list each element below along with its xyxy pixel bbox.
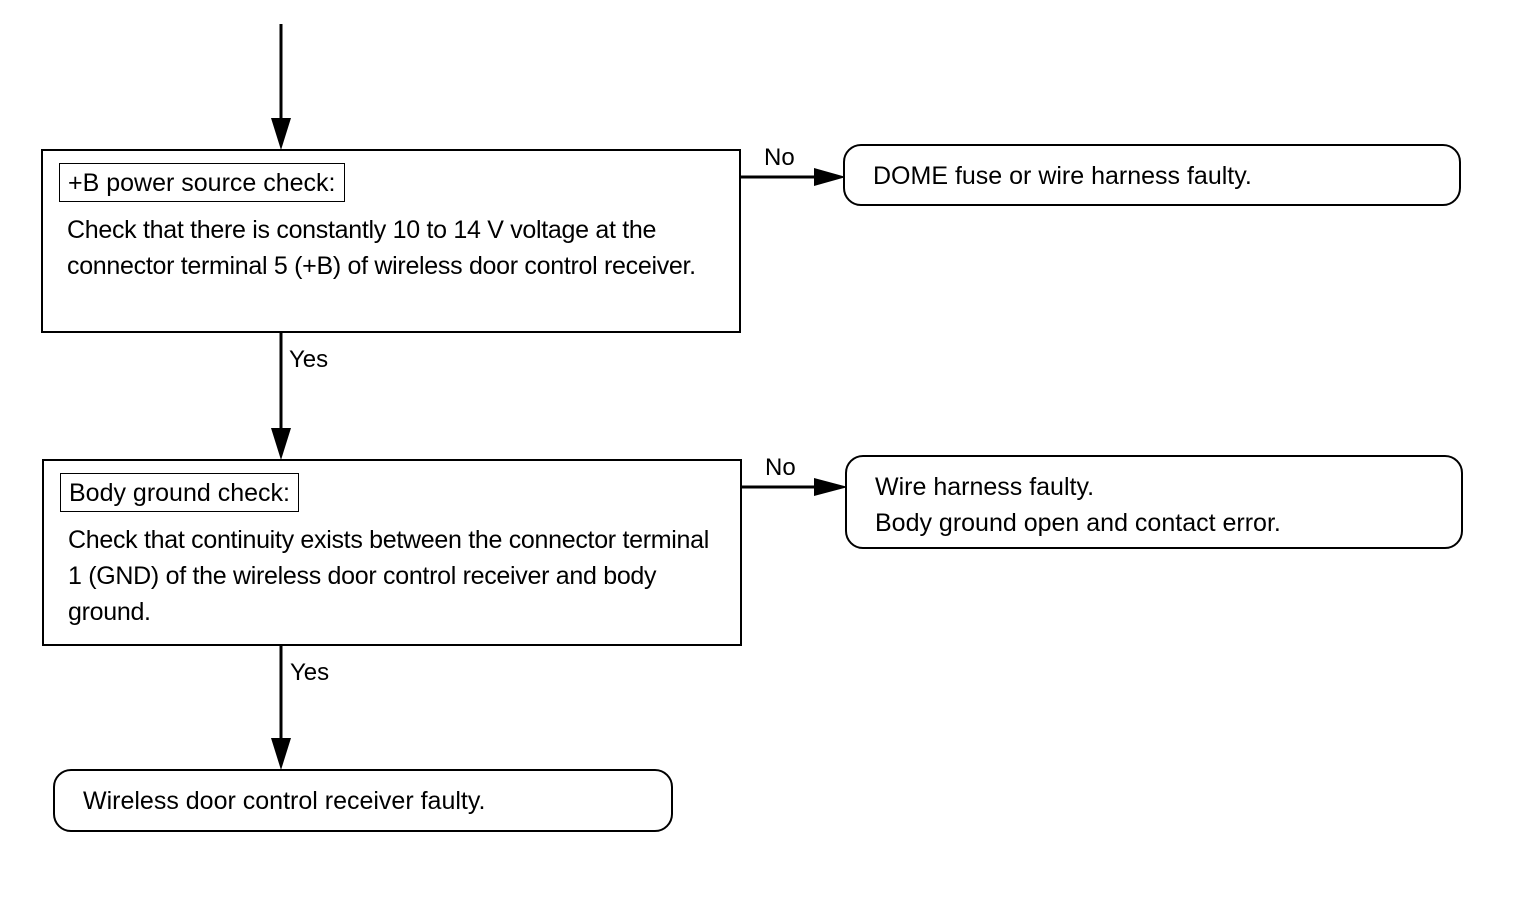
step1-yes-arrowhead [271, 428, 291, 460]
dome-fuse-result-text: DOME fuse or wire harness faulty. [873, 162, 1252, 190]
step1-yes-label: Yes [289, 346, 329, 373]
wire-harness-result-line-2: Body ground open and contact error. [875, 509, 1281, 537]
step1-no-arrowhead [814, 168, 846, 186]
power-source-check-title: +B power source check: [59, 163, 345, 202]
wire-harness-result-line-1: Wire harness faulty. [875, 473, 1095, 501]
step1-no-label: No [764, 144, 795, 171]
entry-arrowhead [271, 118, 291, 150]
receiver-faulty-result-box: Wireless door control receiver faulty. [53, 769, 673, 832]
body-ground-check-title: Body ground check: [60, 473, 299, 512]
dome-fuse-result-box: DOME fuse or wire harness faulty. [843, 144, 1461, 206]
step2-yes-arrowhead [271, 738, 291, 770]
wire-harness-result-box: Wire harness faulty. Body ground open an… [845, 455, 1463, 549]
step2-no-arrowhead [814, 478, 848, 496]
body-ground-check-box: Body ground check: Check that continuity… [42, 459, 742, 646]
body-ground-check-text: Check that continuity exists between the… [68, 526, 709, 626]
power-source-check-text: Check that there is constantly 10 to 14 … [67, 216, 696, 280]
power-source-check-box: +B power source check: Check that there … [41, 149, 741, 333]
step2-no-label: No [765, 454, 796, 481]
step2-yes-label: Yes [290, 659, 330, 686]
receiver-faulty-result-text: Wireless door control receiver faulty. [83, 787, 486, 815]
